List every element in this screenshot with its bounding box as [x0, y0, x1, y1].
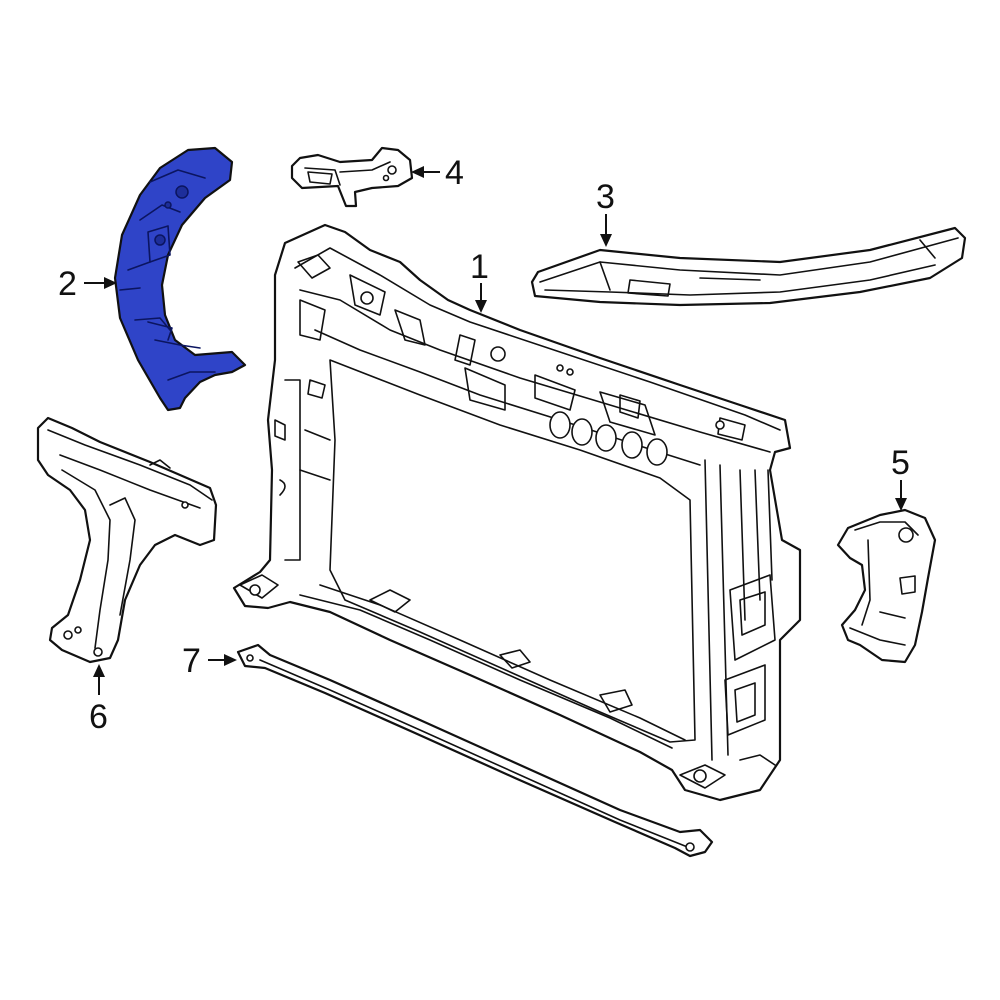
- callout-3[interactable]: 3: [596, 178, 615, 247]
- arrowhead: [104, 277, 117, 289]
- part-1-radiator-support[interactable]: [232, 223, 802, 802]
- arrowhead: [224, 654, 237, 666]
- arrowhead: [600, 234, 612, 247]
- part-3-upper-tie-bar[interactable]: [530, 226, 967, 307]
- arrowhead: [411, 166, 424, 178]
- callout-1[interactable]: 1: [470, 248, 489, 313]
- arrowhead: [93, 664, 105, 677]
- part-7-lower-stiffener[interactable]: [236, 643, 714, 858]
- callout-2[interactable]: 2: [58, 265, 117, 303]
- callout-label-3: 3: [596, 178, 615, 216]
- callout-label-6: 6: [89, 698, 108, 736]
- callout-label-2: 2: [58, 265, 77, 303]
- callout-7[interactable]: 7: [182, 642, 237, 680]
- callout-5[interactable]: 5: [891, 444, 910, 511]
- callout-label-7: 7: [182, 642, 201, 680]
- part-6-lower-bracket[interactable]: [36, 416, 218, 664]
- arrowhead: [895, 498, 907, 511]
- callout-label-1: 1: [470, 248, 489, 286]
- part-4-latch-bracket[interactable]: [290, 146, 414, 208]
- part-2-highlighted-bracket[interactable]: [113, 146, 247, 412]
- callout-4[interactable]: 4: [411, 154, 464, 192]
- part-5-side-bracket[interactable]: [836, 508, 937, 664]
- callout-label-4: 4: [445, 154, 464, 192]
- callout-label-5: 5: [891, 444, 910, 482]
- callout-6[interactable]: 6: [89, 664, 108, 736]
- arrowhead: [475, 300, 487, 313]
